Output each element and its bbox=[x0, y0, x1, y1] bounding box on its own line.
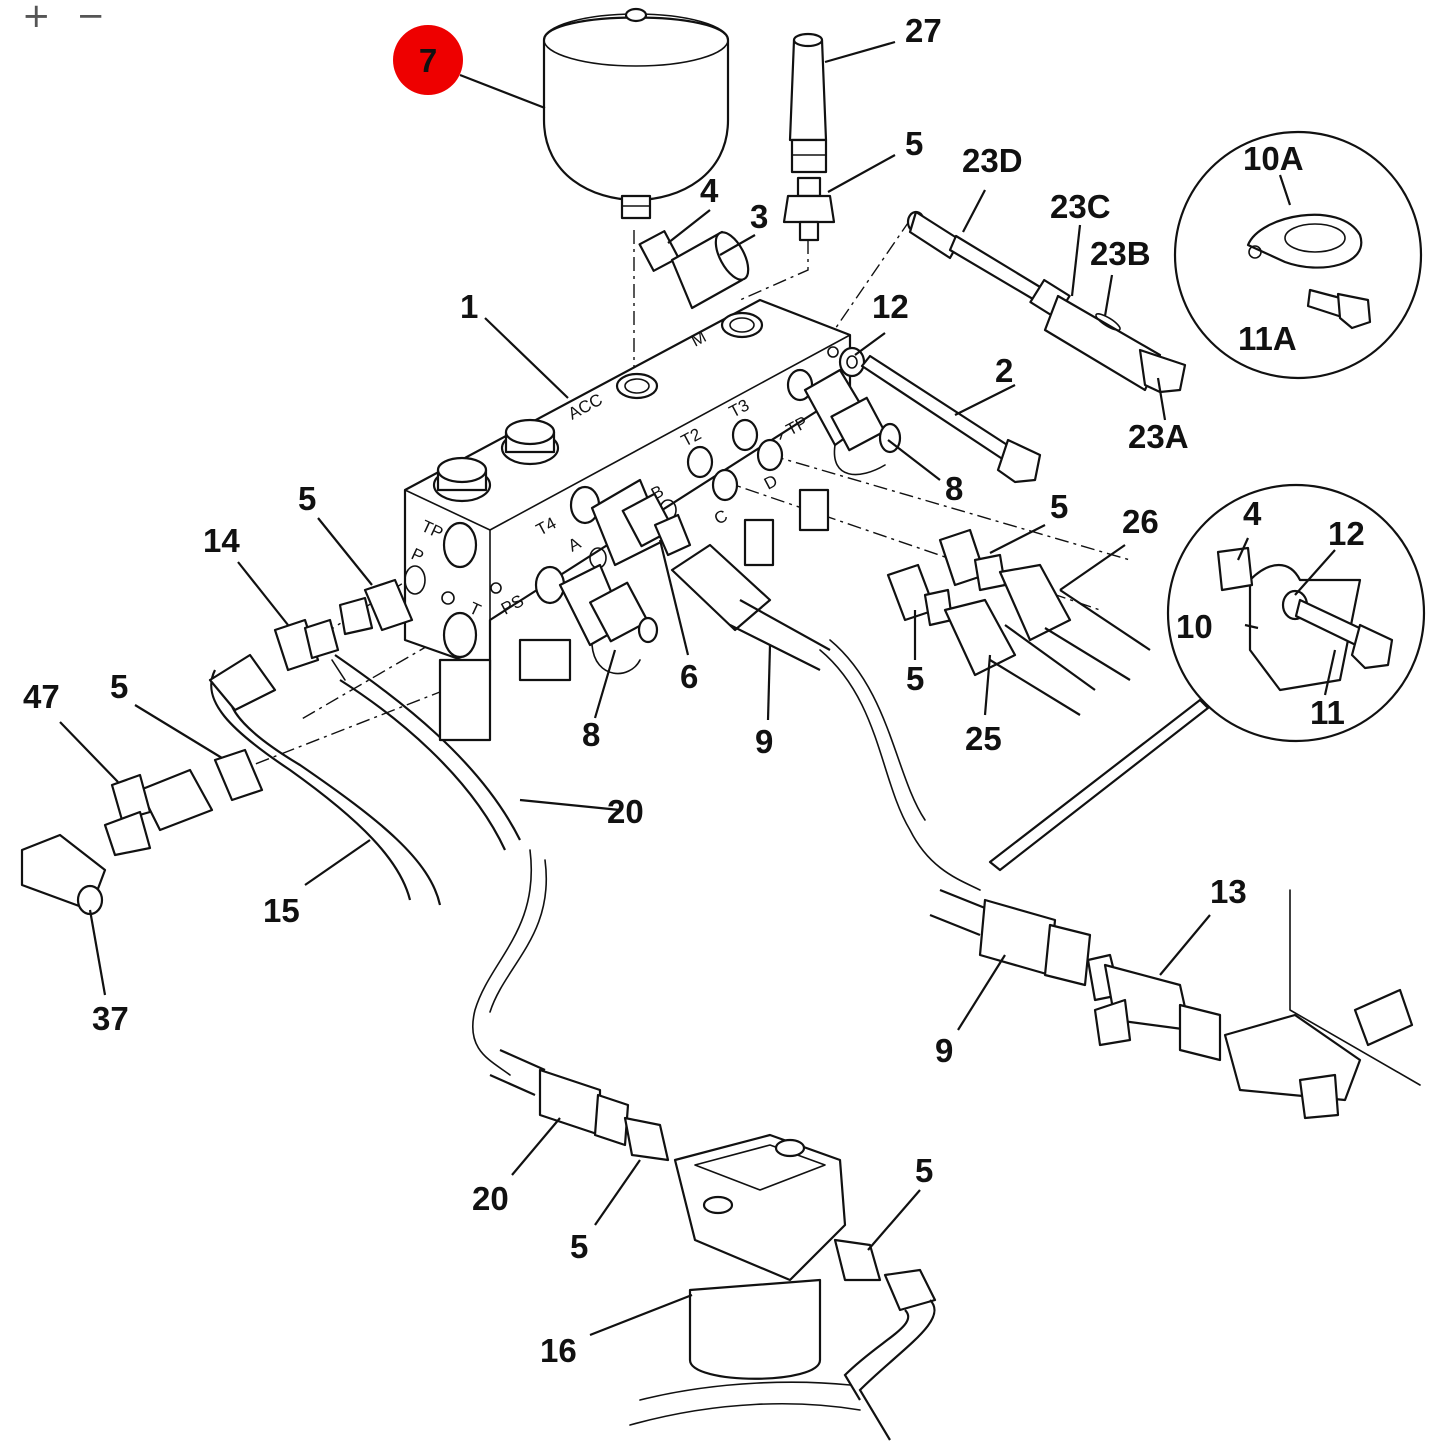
callout-5[interactable]: 5 bbox=[1050, 488, 1068, 525]
callout-47[interactable]: 47 bbox=[23, 678, 60, 715]
callout-labels: 27 5 23D 10A 23C 23B 4 3 1 12 11A 2 23A … bbox=[23, 12, 1365, 1369]
callout-5[interactable]: 5 bbox=[915, 1152, 933, 1189]
hose-part-9-upper[interactable] bbox=[670, 543, 831, 671]
callout-12[interactable]: 12 bbox=[1328, 515, 1365, 552]
adapter-part-5-lower-right[interactable] bbox=[833, 1238, 937, 1312]
test-coupling-part-8-lower[interactable] bbox=[558, 563, 659, 675]
callout-23b[interactable]: 23B bbox=[1090, 235, 1151, 272]
port-c: C bbox=[711, 506, 731, 529]
callout-12[interactable]: 12 bbox=[872, 288, 909, 325]
hose-part-26[interactable] bbox=[998, 563, 1151, 681]
bolt-part-2[interactable] bbox=[860, 354, 1042, 484]
callout-5[interactable]: 5 bbox=[906, 660, 924, 697]
callout-23c[interactable]: 23C bbox=[1050, 188, 1111, 225]
zoom-out-button[interactable]: − bbox=[76, 0, 106, 36]
callout-11a[interactable]: 11A bbox=[1238, 320, 1297, 357]
callout-23d[interactable]: 23D bbox=[962, 142, 1023, 179]
hose-part-20-lower[interactable] bbox=[489, 1048, 630, 1147]
callout-11[interactable]: 11 bbox=[1310, 694, 1345, 731]
callout-23a[interactable]: 23A bbox=[1128, 418, 1189, 455]
zoom-controls: + − bbox=[22, 0, 106, 36]
block-top-bolt bbox=[432, 456, 492, 503]
tee-part-47[interactable] bbox=[103, 768, 214, 857]
adapter-part-5-right-lower[interactable] bbox=[886, 563, 954, 627]
callout-4[interactable]: 4 bbox=[1243, 495, 1262, 532]
callout-4[interactable]: 4 bbox=[700, 172, 719, 209]
fitting-part-14[interactable] bbox=[208, 618, 340, 712]
adapter-part-6[interactable] bbox=[590, 478, 692, 567]
callout-14[interactable]: 14 bbox=[203, 522, 240, 559]
callout-25[interactable]: 25 bbox=[965, 720, 1002, 757]
plug-part-4-top[interactable] bbox=[638, 230, 680, 272]
inset-pointer bbox=[988, 698, 1210, 872]
hose-20-upper bbox=[331, 654, 521, 851]
filter-part-16[interactable] bbox=[673, 1133, 847, 1380]
highlighted-callout-7[interactable]: 7 bbox=[393, 25, 463, 95]
elbow-part-37[interactable] bbox=[20, 833, 107, 916]
callout-16[interactable]: 16 bbox=[540, 1332, 577, 1369]
callout-1[interactable]: 1 bbox=[460, 288, 478, 325]
hose-part-25[interactable] bbox=[943, 598, 1096, 716]
callout-37[interactable]: 37 bbox=[92, 1000, 129, 1037]
callout-13[interactable]: 13 bbox=[1210, 873, 1247, 910]
hose-part-9-lower[interactable] bbox=[929, 888, 1092, 987]
adapter-part-5-right-upper[interactable] bbox=[938, 528, 1007, 592]
callout-20[interactable]: 20 bbox=[607, 793, 644, 830]
callout-3[interactable]: 3 bbox=[750, 198, 768, 235]
callout-5[interactable]: 5 bbox=[298, 480, 316, 517]
callout-15[interactable]: 15 bbox=[263, 892, 300, 929]
leader-lines bbox=[59, 40, 1337, 1337]
check-valve-part-3[interactable] bbox=[670, 227, 755, 310]
callout-5[interactable]: 5 bbox=[110, 668, 128, 705]
adapter-part-5-left-lower[interactable] bbox=[213, 748, 264, 802]
tee-part-13[interactable] bbox=[1086, 953, 1222, 1062]
accumulator-part-7[interactable] bbox=[542, 7, 730, 220]
callout-8[interactable]: 8 bbox=[582, 716, 600, 753]
inset-clamp-10a bbox=[1173, 130, 1423, 380]
callout-20[interactable]: 20 bbox=[472, 1180, 509, 1217]
zoom-in-button[interactable]: + bbox=[22, 0, 51, 36]
callout-2[interactable]: 2 bbox=[995, 352, 1013, 389]
callout-26[interactable]: 26 bbox=[1122, 503, 1159, 540]
hose-routing bbox=[472, 639, 1421, 1086]
callout-6[interactable]: 6 bbox=[680, 658, 698, 695]
manifold-block-part-1[interactable] bbox=[403, 298, 852, 742]
return-hose bbox=[629, 1299, 936, 1441]
adapter-part-5-left-upper[interactable] bbox=[338, 578, 414, 636]
hose-assembly-part-23[interactable] bbox=[906, 210, 1187, 394]
callout-5[interactable]: 5 bbox=[570, 1228, 588, 1265]
callout-9[interactable]: 9 bbox=[755, 723, 773, 760]
callout-9[interactable]: 9 bbox=[935, 1032, 953, 1069]
port-d: D bbox=[761, 471, 781, 494]
elbow-right[interactable] bbox=[1223, 988, 1414, 1120]
test-coupling-part-8-upper[interactable] bbox=[803, 368, 902, 476]
callout-label-7: 7 bbox=[419, 42, 437, 79]
callout-10a[interactable]: 10A bbox=[1243, 140, 1304, 177]
highlight-marker bbox=[393, 25, 463, 95]
hose-15 bbox=[210, 669, 442, 906]
callout-5[interactable]: 5 bbox=[905, 125, 923, 162]
adapter-part-5-top[interactable] bbox=[782, 176, 836, 242]
block-top-bolt bbox=[500, 418, 560, 466]
sensor-part-27[interactable] bbox=[788, 32, 828, 174]
callout-27[interactable]: 27 bbox=[905, 12, 942, 49]
callout-8[interactable]: 8 bbox=[945, 470, 963, 507]
callout-10[interactable]: 10 bbox=[1176, 608, 1213, 645]
adapter-part-5-lower-left[interactable] bbox=[623, 1116, 670, 1162]
